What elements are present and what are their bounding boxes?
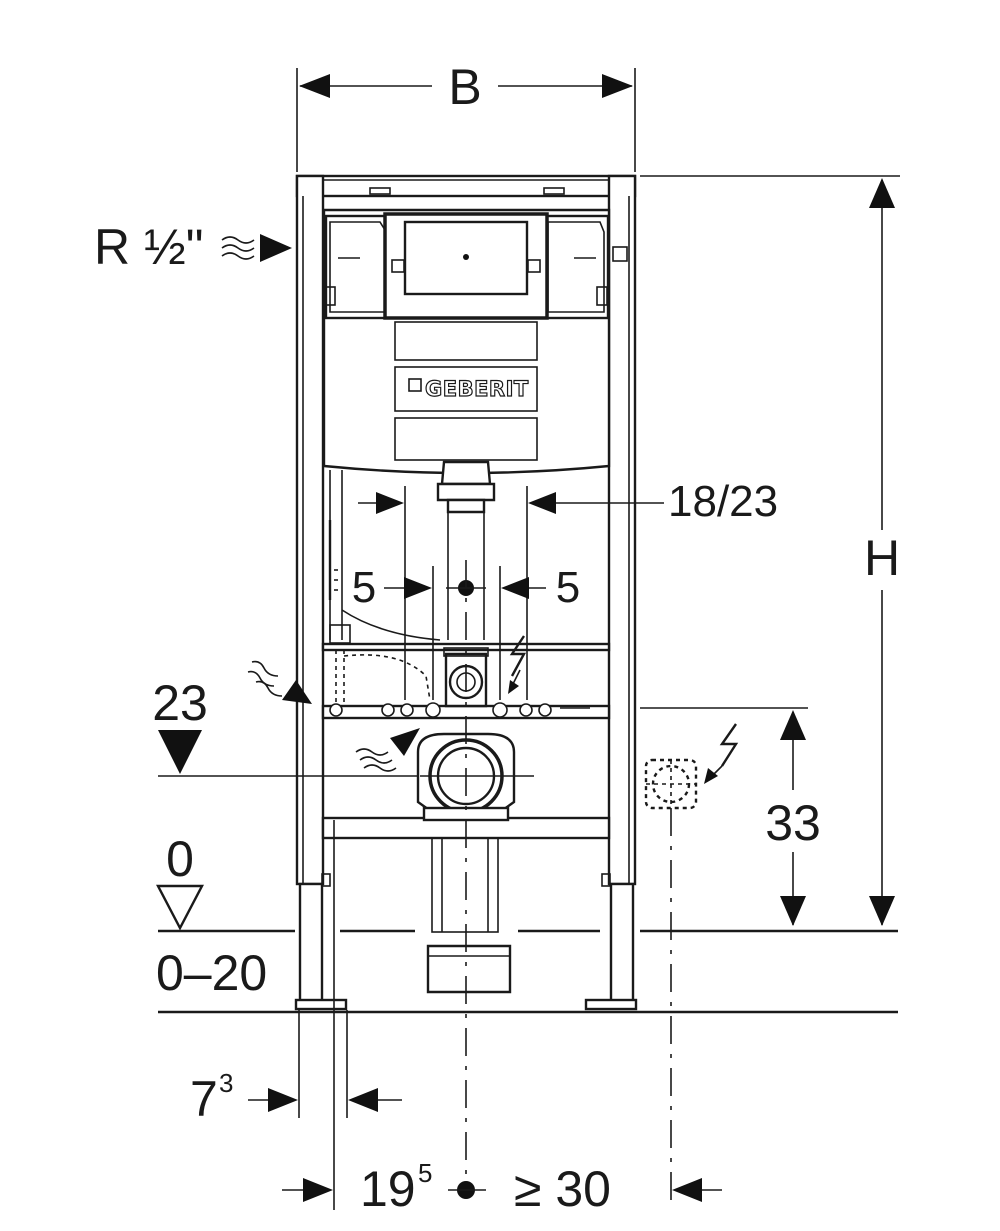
installation-frame [294, 174, 638, 1011]
cistern: GEBERIT [322, 187, 628, 644]
offset-right-label: 5 [556, 563, 580, 612]
brand-logo: GEBERIT [425, 377, 529, 401]
offset-left-label: 5 [352, 563, 376, 612]
pipe-spacing-dimensions: 18/23 5 5 [352, 477, 778, 700]
min-clearance-label: ≥ 30 [514, 1161, 611, 1217]
width-dimension: B [296, 59, 636, 172]
floor-levels: 0 0–20 [156, 831, 898, 1014]
floor-zero-label: 0 [166, 831, 194, 887]
height-dimension: H [640, 175, 900, 926]
socket-height-label: 33 [765, 795, 821, 851]
water-supply-inlet: R ½" [94, 219, 292, 275]
spacing-outer-label: 18/23 [668, 477, 778, 526]
depth-label: 19 [360, 1161, 416, 1217]
foot-depth-sup: 3 [219, 1068, 233, 1098]
depth-dimensions: 7 3 19 5 ≥ 30 [190, 820, 722, 1217]
drain-connection [416, 560, 534, 1180]
supply-wave-left [247, 660, 312, 704]
floor-range-label: 0–20 [156, 945, 267, 1001]
electrical-box [644, 723, 739, 1210]
foot-depth-label: 7 [190, 1071, 218, 1127]
pipe-thread-label: R ½" [94, 219, 203, 275]
height-label: H [864, 530, 900, 586]
inlet-height-marker: 23 [152, 675, 420, 777]
socket-height-dimension: 33 [640, 707, 821, 926]
depth-sup: 5 [418, 1158, 432, 1188]
width-label: B [448, 59, 481, 115]
inlet-height-label: 23 [152, 675, 208, 731]
